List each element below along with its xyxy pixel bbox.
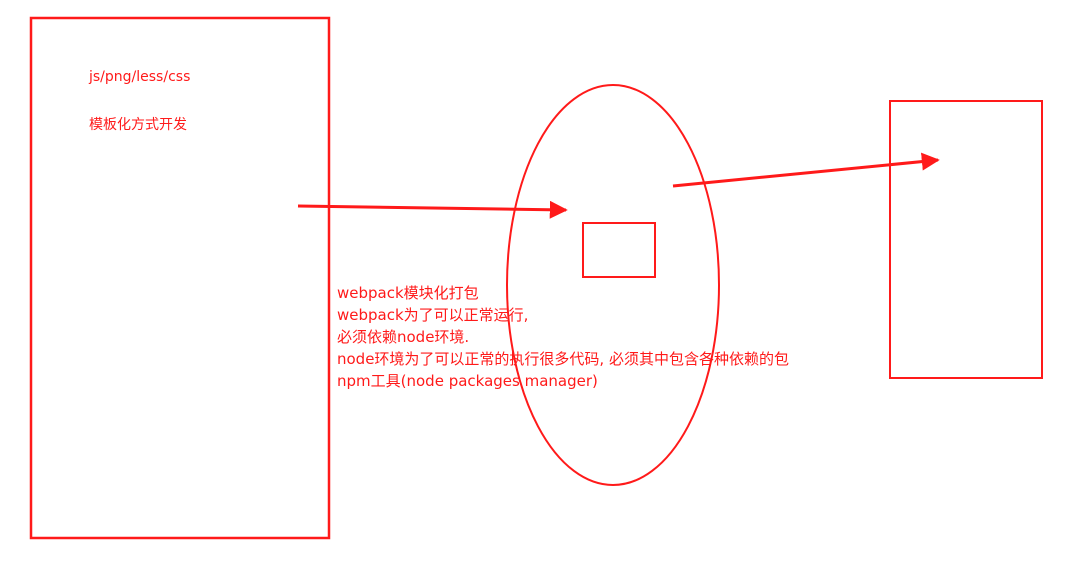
arrow-source-to-webpack	[297, 200, 568, 219]
source-box	[29, 16, 331, 540]
note-line: npm工具(node packages manager)	[337, 372, 598, 390]
arrow-webpack-to-output	[672, 152, 940, 188]
source-dev-mode-label: 模板化方式开发	[89, 117, 187, 133]
source-file-types-label: js/png/less/css	[89, 69, 191, 85]
note-line: 必须依赖node环境.	[337, 328, 470, 346]
output-box	[889, 100, 1043, 379]
note-line: node环境为了可以正常的执行很多代码, 必须其中包含各种依赖的包	[337, 350, 789, 368]
bundle-box	[582, 222, 656, 278]
webpack-notes: webpack模块化打包 webpack为了可以正常运行, 必须依赖node环境…	[337, 282, 789, 392]
webpack-ellipse	[506, 84, 720, 486]
note-line: webpack模块化打包	[337, 284, 479, 302]
note-line: webpack为了可以正常运行,	[337, 306, 529, 324]
